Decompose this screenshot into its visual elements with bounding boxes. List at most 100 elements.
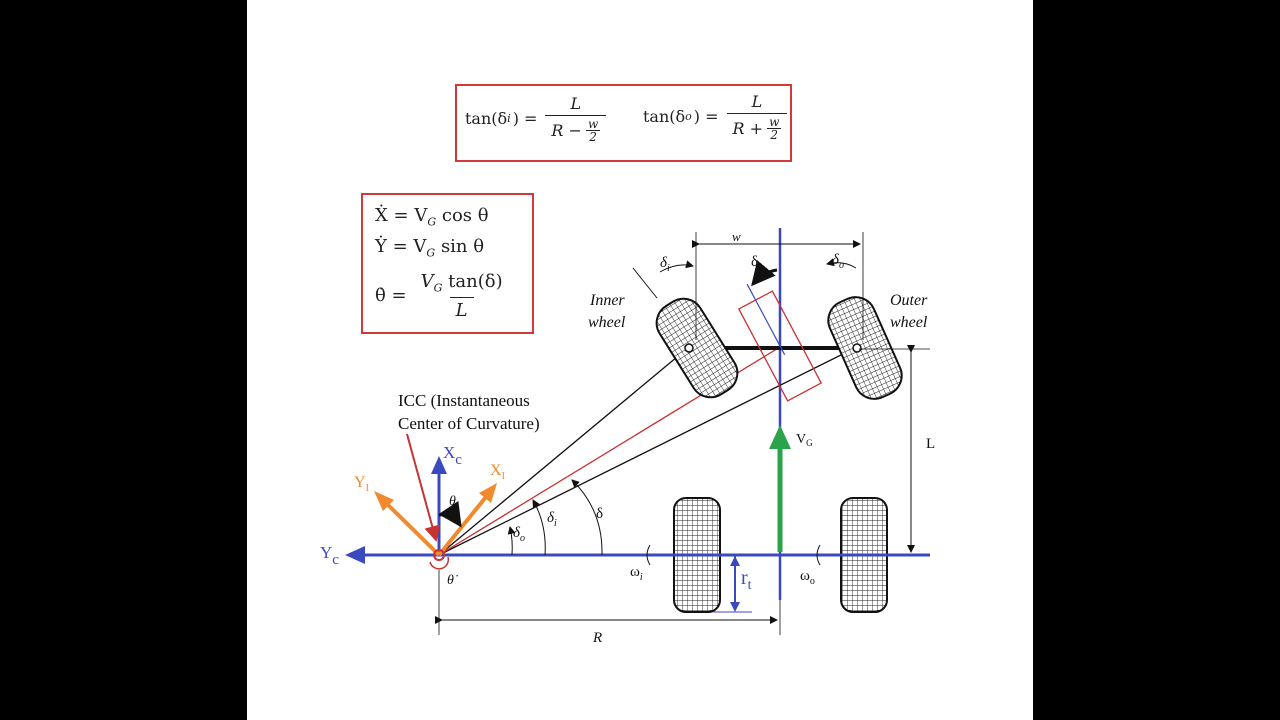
inner-eq-denominator: R − w 2 <box>545 115 607 144</box>
outer-eq-half-w-den: 2 <box>770 128 779 142</box>
l-label: L <box>926 436 935 452</box>
delta-o-angle-symbol: δ <box>513 525 521 541</box>
delta-i-ref-line <box>632 267 658 299</box>
delta-o-top-sub: o <box>839 260 844 271</box>
inner-wheel-label-1: Inner <box>589 292 625 309</box>
delta-i-top-sub: i <box>667 263 670 274</box>
thetadot-num-rest: tan(δ) <box>442 271 503 292</box>
outer-eq-half-w-num: w <box>767 115 782 129</box>
delta-i-angle-symbol: δ <box>547 510 555 526</box>
xi-sub: I <box>502 471 505 482</box>
omega-i-sub: i <box>640 572 643 583</box>
inner-eq-equals: ) = <box>512 109 538 128</box>
inner-eq-half-w-num: w <box>585 117 601 131</box>
xc-axis-arrowhead <box>431 456 447 474</box>
delta-o-top-arc <box>826 258 857 269</box>
thetadot-num-v: V <box>420 271 434 292</box>
xi-label: XI <box>490 462 505 482</box>
yi-sub: I <box>366 483 369 494</box>
front-inner-wheel <box>655 297 739 399</box>
yi-symbol: Y <box>354 474 366 491</box>
outer-wheel-label-2: wheel <box>890 314 928 331</box>
outer-eq-numerator: L <box>751 92 763 111</box>
inner-eq-fraction: L R − w 2 <box>545 94 607 144</box>
outer-wheel-ray <box>438 346 858 556</box>
inner-eq-den-left: R − <box>551 121 582 140</box>
inner-eq-half-w-den: 2 <box>589 130 597 144</box>
vg-arrowhead <box>769 425 791 449</box>
delta-i-angle-sub: i <box>554 518 557 529</box>
outer-eq-fraction: L R + w 2 <box>726 92 788 142</box>
outer-wheel-label-1: Outer <box>890 292 928 309</box>
theta-dot-label: θ̇ <box>447 573 458 588</box>
xc-label: Xc <box>443 443 462 468</box>
delta-i-angle-label: δi <box>547 510 557 529</box>
ydot-rest: sin θ <box>435 236 485 257</box>
thetadot-lhs: θ̇ = <box>375 285 407 307</box>
kinematics-equation-box: Ẋ = VG cos θ Ẏ = VG sin θ θ̇ = VG tan(δ)… <box>361 193 534 334</box>
front-outer-hub <box>852 343 862 353</box>
xc-symbol: X <box>443 443 455 462</box>
virtual-center-wheel <box>737 283 823 402</box>
thetadot-num-sub: G <box>433 281 443 295</box>
delta-o-arc <box>507 526 516 556</box>
omega-i-symbol: ω <box>630 564 640 580</box>
rt-arrowhead-top <box>730 556 740 566</box>
inner-eq-half-w: w 2 <box>585 117 601 144</box>
thetadot-equation: θ̇ = VG tan(δ) L <box>375 271 509 321</box>
delta-o-top-label: δo <box>832 252 844 271</box>
icc-rotation-arc <box>429 556 450 570</box>
omega-o-label: ωo <box>800 568 815 587</box>
omega-o-sub: o <box>810 576 815 587</box>
xi-axis-arrowhead <box>479 483 497 503</box>
delta-o-angle-sub: o <box>520 533 525 544</box>
xdot-equation: Ẋ = VG cos θ <box>375 205 489 229</box>
yc-symbol: Y <box>320 543 332 562</box>
xdot-rest: cos θ <box>436 205 489 226</box>
ydot-lhs: Ẏ = V <box>375 236 427 257</box>
inner-eq-lhs: tan(δ <box>465 109 508 128</box>
xi-symbol: X <box>490 462 502 479</box>
xdot-sub: G <box>427 215 437 229</box>
front-outer-wheel <box>827 296 903 400</box>
delta-top-arc <box>751 260 778 287</box>
xi-axis-line <box>437 490 492 557</box>
xc-sub: c <box>455 452 462 468</box>
omega-i-mark <box>646 544 651 566</box>
vg-label: VG <box>796 432 813 448</box>
omega-i-label: ωi <box>630 564 643 583</box>
outer-eq-equals: ) = <box>693 107 719 126</box>
delta-o-top-symbol: δ <box>832 252 840 268</box>
theta-arc <box>438 500 462 528</box>
rt-sub: t <box>748 578 752 593</box>
front-inner-hub <box>684 343 694 353</box>
icc-label-line1: ICC (Instantaneous <box>398 391 530 410</box>
delta-angle-label: δ <box>596 506 603 522</box>
inner-wheel-label-2: wheel <box>588 314 626 331</box>
inner-eq-sub: i <box>507 112 511 125</box>
delta-i-top-symbol: δ <box>660 255 668 271</box>
rt-label: rt <box>741 567 752 593</box>
theta-label: θ <box>449 494 456 509</box>
thetadot-fraction: VG tan(δ) L <box>415 271 509 321</box>
rt-symbol: r <box>741 567 748 589</box>
yc-sub: c <box>332 552 339 568</box>
vg-symbol: V <box>796 432 806 447</box>
delta-i-arc <box>532 499 546 556</box>
thetadot-denominator: L <box>449 296 474 321</box>
yc-label: Yc <box>320 543 339 568</box>
outer-eq-lhs: tan(δ <box>643 107 686 126</box>
r-label: R <box>592 630 602 646</box>
outer-eq-denominator: R + w 2 <box>726 113 788 142</box>
outer-eq-half-w: w 2 <box>767 115 782 142</box>
yi-axis-arrowhead <box>374 491 394 511</box>
w-label: w <box>732 229 741 244</box>
delta-i-top-arc <box>659 260 694 273</box>
ydot-sub: G <box>426 246 436 260</box>
vg-sub: G <box>806 438 813 448</box>
ydot-equation: Ẏ = VG sin θ <box>375 236 484 260</box>
